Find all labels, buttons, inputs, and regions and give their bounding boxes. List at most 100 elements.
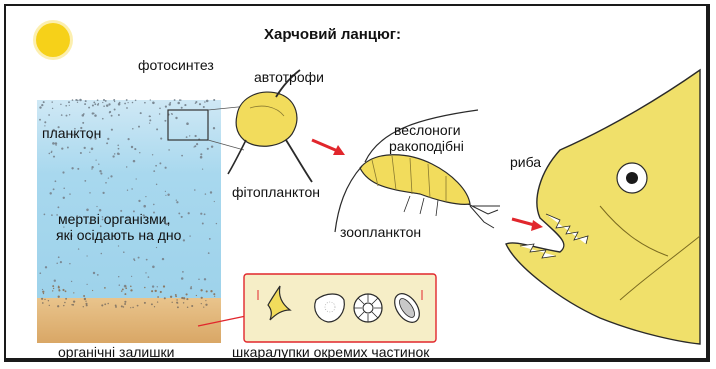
plankton-particle xyxy=(63,187,65,189)
sediment-particle xyxy=(63,305,64,306)
sediment-particle xyxy=(213,293,215,295)
plankton-particle xyxy=(39,272,41,274)
sediment-particle xyxy=(58,289,60,291)
plankton-particle xyxy=(165,167,167,169)
plankton-particle xyxy=(49,153,51,155)
sediment-particle xyxy=(72,304,74,306)
plankton-particle xyxy=(211,145,213,147)
plankton-particle xyxy=(126,107,128,109)
plankton-particle xyxy=(42,289,43,290)
plankton-particle xyxy=(53,156,55,158)
sediment-particle xyxy=(84,298,86,300)
plankton-particle xyxy=(43,101,45,103)
sediment-particle xyxy=(187,307,189,309)
plankton-particle xyxy=(86,284,87,285)
plankton-particle xyxy=(159,113,160,114)
plankton-particle xyxy=(75,99,77,101)
sediment-particle xyxy=(125,287,127,289)
sediment-particle xyxy=(83,306,84,307)
plankton-particle xyxy=(189,135,190,136)
plankton-particle xyxy=(134,148,136,150)
sediment-particle xyxy=(186,298,188,300)
plankton-particle xyxy=(114,109,116,111)
plankton-particle xyxy=(91,168,92,169)
plankton-particle xyxy=(181,277,184,280)
plankton-particle xyxy=(111,129,113,131)
sediment-particle xyxy=(171,302,172,303)
plankton-particle xyxy=(171,113,173,115)
plankton-particle xyxy=(160,138,162,140)
plankton-particle xyxy=(127,190,128,191)
sediment-particle xyxy=(104,287,106,289)
plankton-particle xyxy=(106,142,108,144)
plankton-particle xyxy=(152,266,155,269)
plankton-particle xyxy=(165,106,167,108)
plankton-particle xyxy=(95,159,96,160)
sediment-particle xyxy=(86,304,88,306)
sediment-particle xyxy=(205,300,206,301)
phytoplankton-organism xyxy=(228,70,312,182)
sediment-particle xyxy=(191,305,193,307)
plankton-particle xyxy=(127,102,128,103)
plankton-particle xyxy=(77,168,79,170)
plankton-particle xyxy=(199,103,201,105)
sediment-particle xyxy=(64,302,66,304)
plankton-particle xyxy=(118,276,119,277)
plankton-particle xyxy=(94,103,96,105)
plankton-particle xyxy=(213,127,215,129)
plankton-particle xyxy=(159,107,161,109)
plankton-particle xyxy=(61,147,63,149)
plankton-particle xyxy=(146,259,148,261)
sediment-particle xyxy=(73,300,75,302)
sediment-particle xyxy=(73,292,74,293)
plankton-particle xyxy=(165,191,166,192)
plankton-particle xyxy=(114,101,115,102)
plankton-particle xyxy=(148,276,150,278)
plankton-particle xyxy=(133,160,136,163)
plankton-particle xyxy=(86,255,87,256)
plankton-particle xyxy=(118,245,119,246)
sediment-particle xyxy=(205,304,207,306)
plankton-particle xyxy=(131,276,132,277)
label-dead-organisms-line1: мертві організми, xyxy=(58,212,171,227)
plankton-particle xyxy=(84,103,86,105)
sediment-particle xyxy=(151,303,153,305)
plankton-particle xyxy=(71,167,73,169)
plankton-particle xyxy=(169,103,171,105)
plankton-particle xyxy=(138,200,140,202)
shells-panel xyxy=(244,274,436,342)
plankton-particle xyxy=(94,114,97,117)
plankton-particle xyxy=(118,114,120,116)
sediment-particle xyxy=(181,297,183,299)
sediment-particle xyxy=(151,290,153,292)
plankton-particle xyxy=(67,147,69,149)
sediment-particle xyxy=(123,306,125,308)
plankton-particle xyxy=(77,102,78,103)
plankton-particle xyxy=(112,155,114,157)
plankton-particle xyxy=(60,104,61,105)
plankton-particle xyxy=(132,102,134,104)
plankton-particle xyxy=(84,180,86,182)
plankton-particle xyxy=(156,128,158,130)
plankton-particle xyxy=(200,153,202,155)
plankton-particle xyxy=(108,177,109,178)
plankton-particle xyxy=(68,101,70,103)
sediment-particle xyxy=(57,305,59,307)
plankton-particle xyxy=(48,114,50,116)
plankton-particle xyxy=(51,214,53,216)
plankton-particle xyxy=(183,239,185,241)
sediment-layer xyxy=(37,298,221,343)
plankton-particle xyxy=(165,195,166,196)
plankton-particle xyxy=(102,192,104,194)
sediment-particle xyxy=(155,290,157,292)
plankton-particle xyxy=(176,201,178,203)
plankton-particle xyxy=(188,212,190,214)
plankton-particle xyxy=(204,101,206,103)
plankton-particle xyxy=(205,193,206,194)
plankton-particle xyxy=(126,99,128,101)
sediment-particle xyxy=(163,285,165,287)
sediment-particle xyxy=(52,290,53,291)
plankton-particle xyxy=(134,260,136,262)
